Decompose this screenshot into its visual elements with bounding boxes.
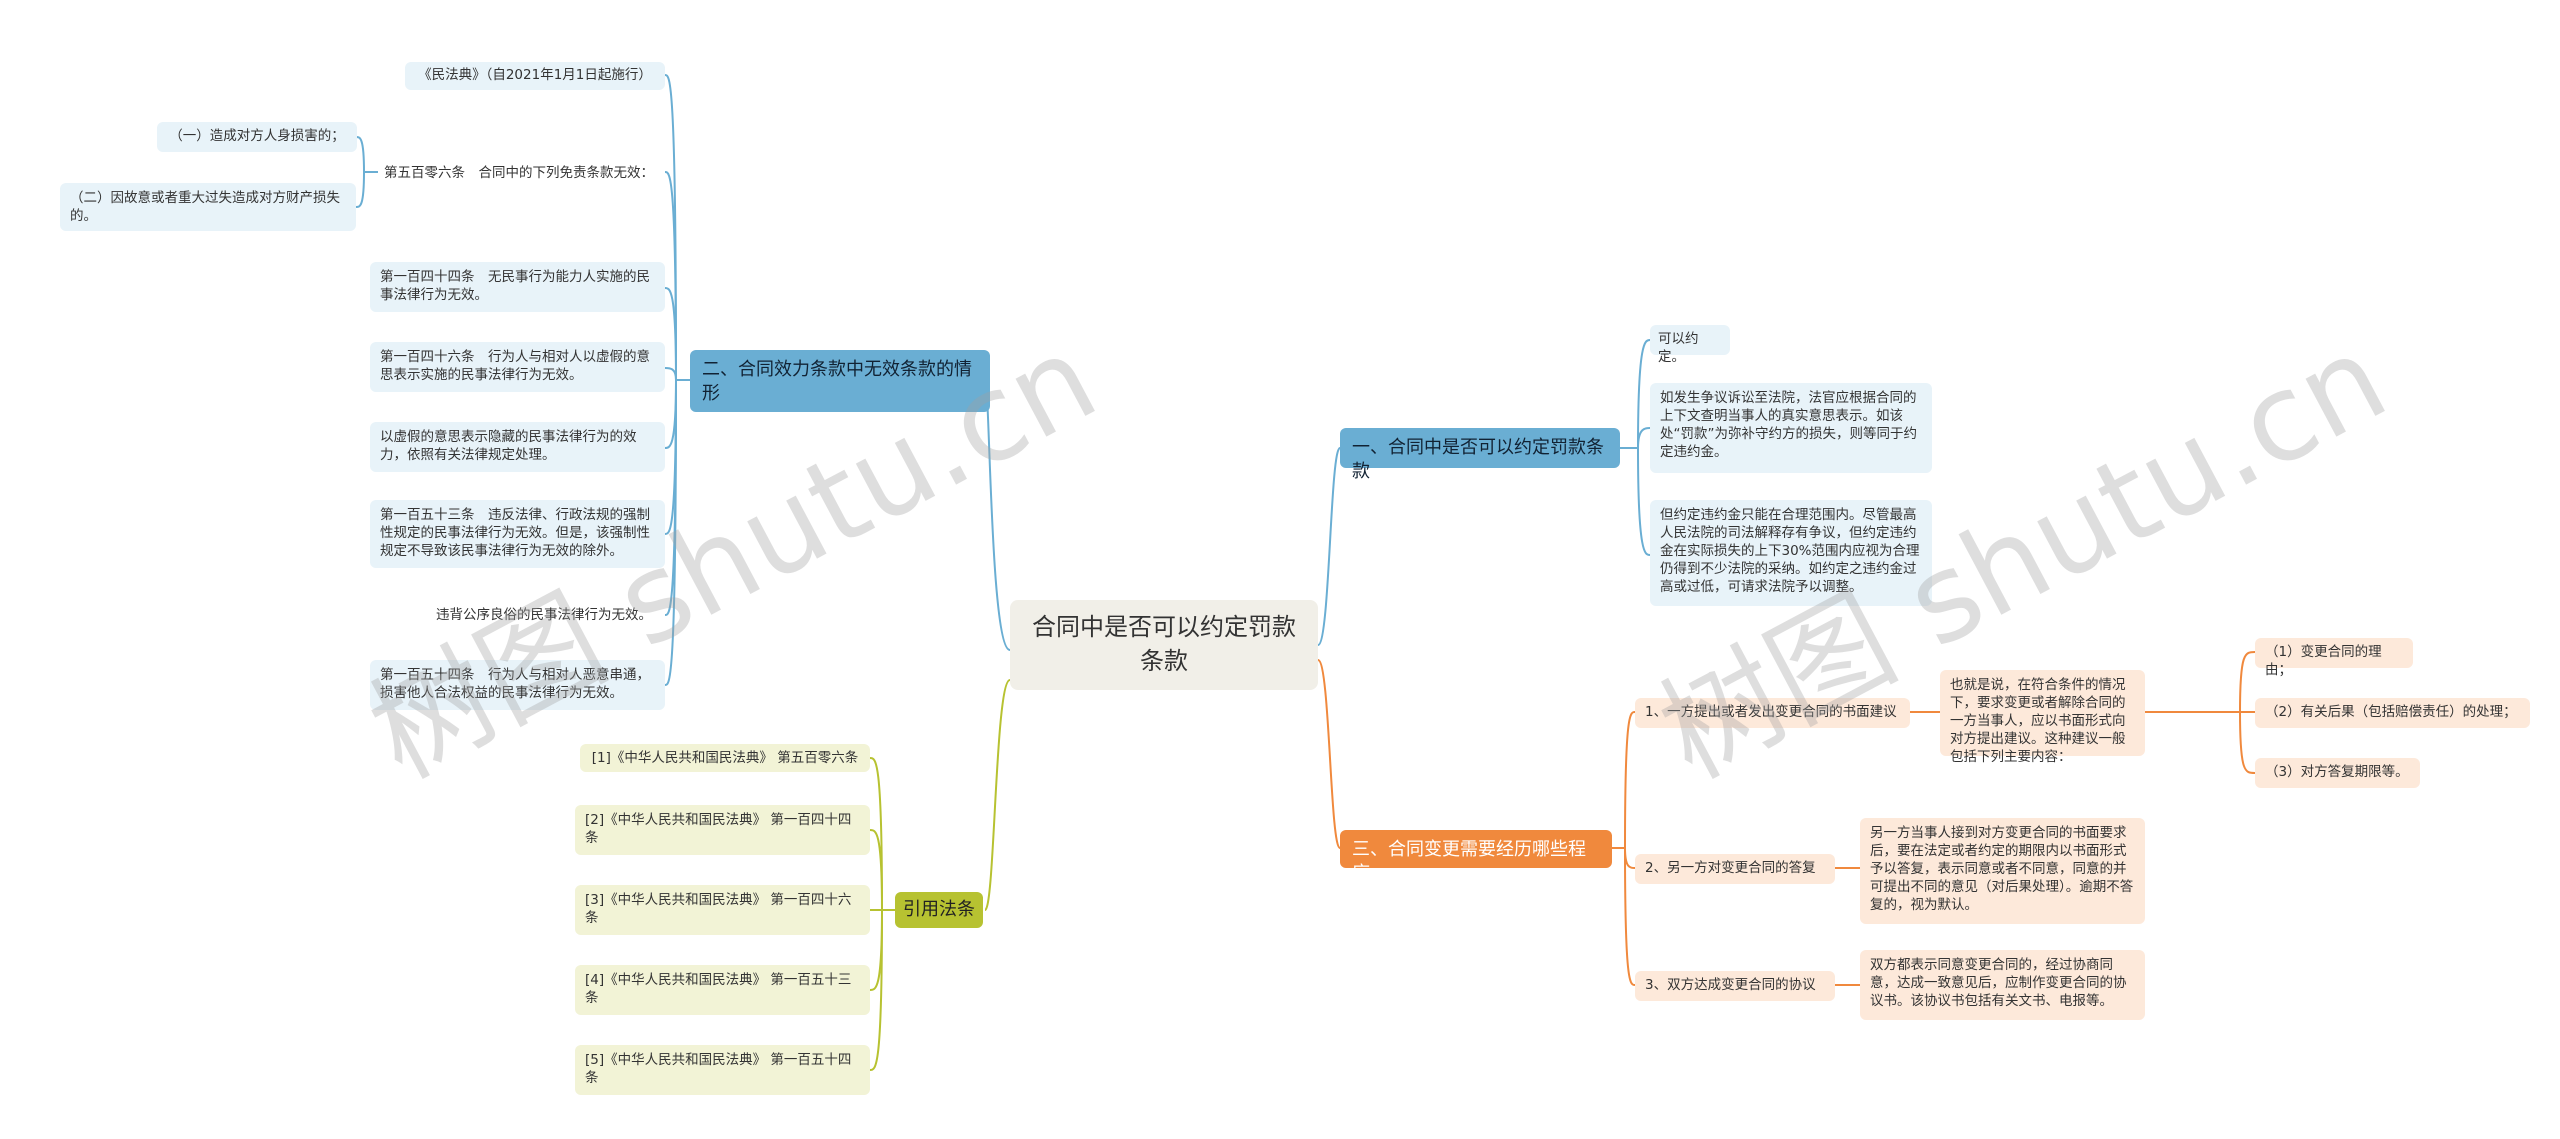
citation-5-label: [5]《中华人民共和国民法典》 第一百五十四条 xyxy=(585,1052,852,1086)
leaf-civil-code-label: 《民法典》（自2021年1月1日起施行） xyxy=(418,67,652,83)
leaf-article-154[interactable]: 第一百五十四条 行为人与相对人恶意串通，损害他人合法权益的民事法律行为无效。 xyxy=(370,660,665,710)
citation-2-label: [2]《中华人民共和国民法典》 第一百四十四条 xyxy=(585,812,852,846)
step-3-detail-label: 双方都表示同意变更合同的，经过协商同意，达成一致意见后，应制作变更合同的协议书。… xyxy=(1870,957,2127,1009)
leaf-public-order-label: 违背公序良俗的民事法律行为无效。 xyxy=(436,607,652,623)
leaf-article-146[interactable]: 第一百四十六条 行为人与相对人以虚假的意思表示实施的民事法律行为无效。 xyxy=(370,342,665,392)
step-2-detail[interactable]: 另一方当事人接到对方变更合同的书面要求后，要在法定或者约定的期限内以书面形式予以… xyxy=(1860,818,2145,924)
citation-2[interactable]: [2]《中华人民共和国民法典》 第一百四十四条 xyxy=(575,805,870,855)
leaf-property-loss[interactable]: （二）因故意或者重大过失造成对方财产损失的。 xyxy=(60,183,356,231)
citation-1[interactable]: [1]《中华人民共和国民法典》 第五百零六条 xyxy=(580,744,870,772)
leaf-article-153-label: 第一百五十三条 违反法律、行政法规的强制性规定的民事法律行为无效。但是，该强制性… xyxy=(380,507,650,559)
leaf-article-154-label: 第一百五十四条 行为人与相对人恶意串通，损害他人合法权益的民事法律行为无效。 xyxy=(380,667,650,701)
citation-1-label: [1]《中华人民共和国民法典》 第五百零六条 xyxy=(591,750,859,766)
leaf-article-146-label: 第一百四十六条 行为人与相对人以虚假的意思表示实施的民事法律行为无效。 xyxy=(380,349,650,383)
leaf-article-506-label: 第五百零六条 合同中的下列免责条款无效： xyxy=(384,165,654,181)
step-2[interactable]: 2、另一方对变更合同的答复 xyxy=(1635,854,1835,884)
step-1-sub-2[interactable]: （2）有关后果（包括赔偿责任）的处理； xyxy=(2255,698,2530,728)
step-3-label: 3、双方达成变更合同的协议 xyxy=(1645,977,1816,993)
step-1-detail[interactable]: 也就是说，在符合条件的情况下，要求变更或者解除合同的一方当事人，应以书面形式向对… xyxy=(1940,670,2145,765)
step-1-sub-1-label: （1）变更合同的理由； xyxy=(2265,644,2382,678)
root-topic[interactable]: 合同中是否可以约定罚款条款 xyxy=(1010,600,1318,690)
step-2-detail-label: 另一方当事人接到对方变更合同的书面要求后，要在法定或者约定的期限内以书面形式予以… xyxy=(1870,825,2134,913)
leaf-hidden-act-label: 以虚假的意思表示隐藏的民事法律行为的效力，依照有关法律规定处理。 xyxy=(380,429,637,463)
leaf-court-dispute[interactable]: 如发生争议诉讼至法院，法官应根据合同的上下文查明当事人的真实意思表示。如该处“罚… xyxy=(1650,383,1932,473)
step-1-sub-2-label: （2）有关后果（包括赔偿责任）的处理； xyxy=(2265,704,2517,720)
step-2-label: 2、另一方对变更合同的答复 xyxy=(1645,860,1816,876)
leaf-reasonable-range[interactable]: 但约定违约金只能在合理范围内。尽管最高人民法院的司法解释存有争议，但约定违约金在… xyxy=(1650,500,1932,606)
step-1[interactable]: 1、一方提出或者发出变更合同的书面建议 xyxy=(1635,698,1910,728)
step-1-label: 1、一方提出或者发出变更合同的书面建议 xyxy=(1645,704,1897,720)
branch-change-procedure[interactable]: 三、合同变更需要经历哪些程序 xyxy=(1340,830,1612,884)
leaf-article-144[interactable]: 第一百四十四条 无民事行为能力人实施的民事法律行为无效。 xyxy=(370,262,665,312)
branch-cited-laws[interactable]: 引用法条 xyxy=(895,892,983,928)
step-1-detail-label: 也就是说，在符合条件的情况下，要求变更或者解除合同的一方当事人，应以书面形式向对… xyxy=(1950,677,2126,765)
leaf-article-153[interactable]: 第一百五十三条 违反法律、行政法规的强制性规定的民事法律行为无效。但是，该强制性… xyxy=(370,500,665,568)
step-1-sub-3[interactable]: （3）对方答复期限等。 xyxy=(2255,758,2420,788)
step-1-sub-1[interactable]: （1）变更合同的理由； xyxy=(2255,638,2413,678)
citation-4-label: [4]《中华人民共和国民法典》 第一百五十三条 xyxy=(585,972,852,1006)
leaf-article-144-label: 第一百四十四条 无民事行为能力人实施的民事法律行为无效。 xyxy=(380,269,650,303)
branch-change-procedure-label: 三、合同变更需要经历哪些程序 xyxy=(1352,839,1586,884)
branch-invalid-clauses-label: 二、合同效力条款中无效条款的情形 xyxy=(702,359,972,404)
leaf-article-506[interactable]: 第五百零六条 合同中的下列免责条款无效： xyxy=(378,160,668,186)
branch-penalty-clause[interactable]: 一、合同中是否可以约定罚款条款 xyxy=(1340,428,1620,482)
leaf-public-order[interactable]: 违背公序良俗的民事法律行为无效。 xyxy=(430,602,665,628)
citation-4[interactable]: [4]《中华人民共和国民法典》 第一百五十三条 xyxy=(575,965,870,1015)
step-3-detail[interactable]: 双方都表示同意变更合同的，经过协商同意，达成一致意见后，应制作变更合同的协议书。… xyxy=(1860,950,2145,1020)
leaf-hidden-act[interactable]: 以虚假的意思表示隐藏的民事法律行为的效力，依照有关法律规定处理。 xyxy=(370,422,665,472)
citation-5[interactable]: [5]《中华人民共和国民法典》 第一百五十四条 xyxy=(575,1045,870,1095)
leaf-personal-injury[interactable]: （一）造成对方人身损害的； xyxy=(157,122,357,152)
step-1-sub-3-label: （3）对方答复期限等。 xyxy=(2265,764,2409,780)
step-3[interactable]: 3、双方达成变更合同的协议 xyxy=(1635,971,1835,1001)
branch-cited-laws-label: 引用法条 xyxy=(903,899,975,920)
leaf-civil-code[interactable]: 《民法典》（自2021年1月1日起施行） xyxy=(405,62,665,90)
leaf-can-agree[interactable]: 可以约定。 xyxy=(1650,325,1730,365)
leaf-personal-injury-label: （一）造成对方人身损害的； xyxy=(169,128,345,144)
leaf-court-dispute-label: 如发生争议诉讼至法院，法官应根据合同的上下文查明当事人的真实意思表示。如该处“罚… xyxy=(1660,390,1917,460)
citation-3-label: [3]《中华人民共和国民法典》 第一百四十六条 xyxy=(585,892,852,926)
leaf-reasonable-range-label: 但约定违约金只能在合理范围内。尽管最高人民法院的司法解释存有争议，但约定违约金在… xyxy=(1660,507,1920,595)
citation-3[interactable]: [3]《中华人民共和国民法典》 第一百四十六条 xyxy=(575,885,870,935)
root-topic-label: 合同中是否可以约定罚款条款 xyxy=(1032,613,1296,675)
leaf-property-loss-label: （二）因故意或者重大过失造成对方财产损失的。 xyxy=(70,190,340,224)
branch-invalid-clauses[interactable]: 二、合同效力条款中无效条款的情形 xyxy=(690,350,990,412)
leaf-can-agree-label: 可以约定。 xyxy=(1658,331,1699,365)
branch-penalty-clause-label: 一、合同中是否可以约定罚款条款 xyxy=(1352,437,1604,482)
